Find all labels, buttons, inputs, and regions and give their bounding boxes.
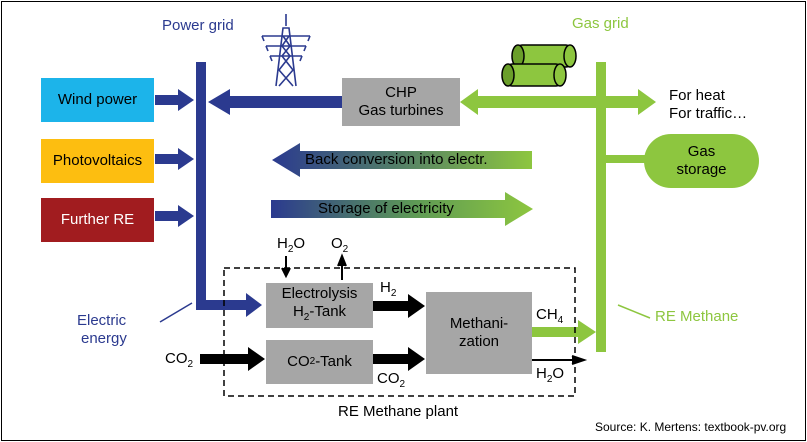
power-grid-bus — [196, 62, 206, 308]
h2o-in-arrow — [281, 256, 291, 279]
o2-out-label: O2 — [331, 235, 349, 255]
back-conversion-arrow — [272, 143, 532, 177]
further-to-grid-arrow — [155, 205, 194, 227]
electrolysis-line2: H2-Tank — [292, 302, 347, 323]
re-methane-connector — [617, 304, 651, 319]
co2-in-arrow — [200, 347, 265, 371]
back-conversion-label: Back conversion into electr. — [305, 151, 488, 168]
further-re-box: Further RE — [41, 198, 154, 242]
o2-out-arrow — [337, 253, 347, 280]
re-methane-label: RE Methane — [655, 308, 739, 325]
gas-storage-link — [606, 155, 650, 163]
gas-storage-box: Gas storage — [644, 134, 759, 188]
electrolysis-line1: Electrolysis — [281, 284, 358, 302]
chp-line1: CHP — [385, 84, 417, 101]
h2-arrow — [373, 294, 425, 318]
gas-pipes-icon — [501, 44, 577, 87]
chp-gas-double-arrow — [460, 89, 656, 115]
methane-plant-boundary — [223, 267, 576, 397]
co2-in-label: CO2 — [165, 350, 194, 370]
storage-of-electricity-label: Storage of electricity — [318, 200, 454, 217]
chp-to-grid-arrow — [208, 89, 342, 115]
co2-to-methanization-arrow — [373, 347, 425, 371]
methane-plant-label: RE Methane plant — [338, 403, 459, 420]
power-pylon-icon — [261, 14, 311, 87]
for-heat-label: For heat — [669, 87, 725, 104]
h2-label: H2 — [380, 279, 397, 299]
ch4-label: CH4 — [536, 306, 564, 326]
co2-mid-label: CO2 — [377, 370, 406, 390]
source-credit: Source: K. Mertens: textbook-pv.org — [595, 420, 787, 434]
wind-power-box: Wind power — [41, 78, 154, 122]
electric-energy-connector — [159, 302, 193, 323]
gas-grid-label: Gas grid — [572, 15, 629, 32]
storage-of-electricity-arrow — [271, 192, 533, 226]
ch4-to-gas-grid-arrow — [532, 320, 596, 344]
gas-grid-bus — [596, 62, 606, 352]
pv-to-grid-arrow — [155, 148, 194, 170]
h2o-in-label: H2O — [277, 235, 306, 255]
electric-energy-label-2: energy — [81, 330, 127, 347]
electric-energy-label-1: Electric — [77, 312, 127, 329]
gas-storage-line1: Gas — [687, 143, 716, 160]
h2o-out-arrow — [532, 355, 588, 365]
methanization-line2: zation — [458, 333, 500, 350]
electrolysis-box: Electrolysis H2-Tank — [266, 283, 373, 328]
gas-storage-line2: storage — [676, 161, 727, 178]
methanization-line1: Methani- — [449, 315, 509, 332]
photovoltaics-box: Photovoltaics — [41, 139, 154, 183]
chp-line2: Gas turbines — [358, 102, 444, 119]
for-traffic-label: For traffic… — [669, 105, 748, 122]
chp-box: CHP Gas turbines — [342, 78, 460, 126]
h2o-out-label: H2O — [536, 365, 565, 385]
power-grid-label: Power grid — [162, 17, 234, 34]
wind-to-grid-arrow — [155, 89, 194, 111]
methanization-box: Methani- zation — [426, 292, 532, 374]
power-grid-to-electrolysis-arrow — [196, 293, 262, 317]
